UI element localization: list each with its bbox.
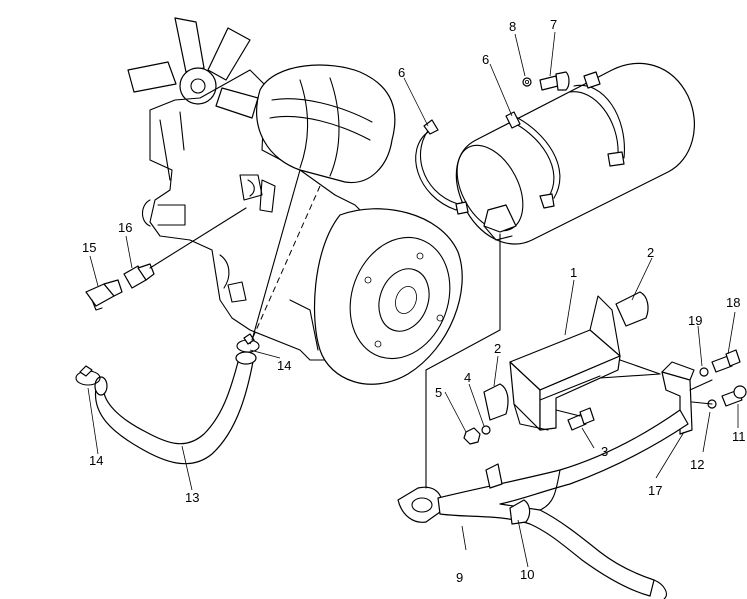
exhaust-pipe: [397, 409, 689, 599]
clamp-washer: [522, 77, 532, 87]
muffler: [455, 62, 695, 245]
water-hose: [94, 351, 257, 465]
callout-14-right: 14: [277, 358, 291, 373]
pipe-mount-tab: [485, 463, 503, 489]
clamp-bolt: [539, 71, 570, 91]
drain-adapter: [123, 263, 155, 289]
muffler-band-middle: [505, 111, 561, 209]
support-bolt-18: [711, 349, 741, 373]
muffler-band-right: [569, 71, 625, 167]
rocker-cover: [256, 64, 396, 184]
muffler-band-left: [415, 119, 469, 215]
engine-assembly: [127, 17, 463, 385]
hose-clamp-right: [236, 333, 260, 353]
callout-9: 9: [456, 570, 463, 585]
callout-11: 11: [732, 429, 746, 444]
callout-leaders: [87, 31, 739, 568]
washer-19: [699, 367, 709, 377]
muffler-bracket: [509, 295, 621, 431]
assembly-lines: [249, 169, 713, 489]
callout-18: 18: [726, 295, 740, 310]
callout-19: 19: [688, 313, 702, 328]
callout-16: 16: [118, 220, 132, 235]
callout-6-right: 6: [482, 52, 489, 67]
drain-valve: [85, 279, 123, 311]
flywheel-housing: [313, 208, 463, 385]
callout-14-left: 14: [89, 453, 103, 468]
callout-12: 12: [690, 457, 704, 472]
callout-10: 10: [520, 567, 534, 582]
callout-2-top: 2: [647, 245, 654, 260]
support-bolt-11: [721, 385, 747, 407]
bracket-plate-top: [615, 291, 649, 327]
cooling-fan: [127, 17, 259, 119]
callout-15: 15: [82, 240, 96, 255]
callout-8: 8: [509, 19, 516, 34]
callout-2-bottom: 2: [494, 341, 501, 356]
callout-7: 7: [550, 17, 557, 32]
callout-3: 3: [601, 444, 608, 459]
callout-1: 1: [570, 265, 577, 280]
callout-4: 4: [464, 370, 471, 385]
nut-5: [463, 427, 481, 445]
bracket-bolt: [567, 407, 595, 431]
callout-17: 17: [648, 483, 662, 498]
hose-clamp-left: [75, 365, 101, 386]
muffler-inlet: [483, 204, 517, 233]
callout-13: 13: [185, 490, 199, 505]
bracket-plate-bottom: [483, 383, 509, 421]
washer-4: [481, 425, 491, 435]
callout-5: 5: [435, 385, 442, 400]
callout-6-left: 6: [398, 65, 405, 80]
pipe-clamp: [509, 499, 531, 525]
